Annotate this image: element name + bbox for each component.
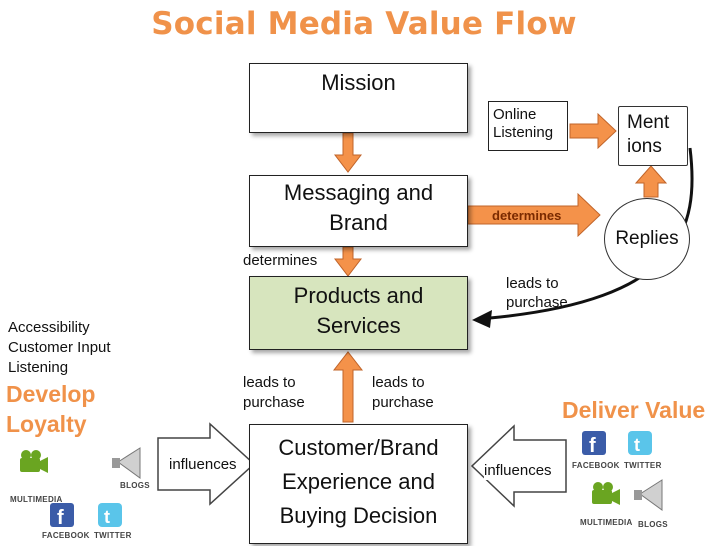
online-listening-box: Online Listening <box>488 101 568 151</box>
leads-to-mid-line1: leads to <box>372 374 425 391</box>
arrow-experience-to-products <box>332 351 364 423</box>
mission-label: Mission <box>321 70 396 95</box>
messaging-label-line1: Messaging and <box>283 180 434 205</box>
products-label-line2: Services <box>316 313 401 338</box>
facebook-icon-right: f <box>582 431 606 457</box>
replies-label: Replies <box>615 228 679 249</box>
arrow-determines <box>467 192 601 238</box>
svg-text:t: t <box>104 507 110 527</box>
online-listening-line2: Listening <box>493 124 554 141</box>
influences-right-label: influences <box>484 462 552 480</box>
leads-to-right-line2: purchase <box>506 294 568 311</box>
customer-input-label: Customer Input <box>8 339 111 356</box>
online-listening-line1: Online <box>493 106 537 123</box>
experience-label-line1: Customer/Brand <box>278 435 439 460</box>
leads-to-right-line1: leads to <box>506 275 559 292</box>
diagram-title: Social Media Value Flow <box>151 6 577 42</box>
facebook-label-left: FACEBOOK <box>42 531 90 540</box>
blogs-label-right: BLOGS <box>638 520 668 529</box>
loyalty-label: Loyalty <box>6 411 87 437</box>
messaging-box: Messaging and Brand <box>249 175 468 247</box>
svg-text:t: t <box>634 435 640 455</box>
facebook-label-right: FACEBOOK <box>572 461 620 470</box>
determines-left-label: determines <box>243 252 318 269</box>
curved-arrow-head <box>472 310 492 328</box>
listening-label: Listening <box>8 359 69 376</box>
twitter-icon-left: t <box>98 503 122 527</box>
deliver-value-label: Deliver Value <box>562 397 706 423</box>
influences-left-label: influences <box>169 456 237 474</box>
mentions-line1: Ment <box>627 112 670 133</box>
leads-to-left-line1: leads to <box>243 374 296 391</box>
mission-box: Mission <box>249 63 468 133</box>
experience-label-line3: Buying Decision <box>279 503 438 528</box>
multimedia-camera-icon-right <box>592 482 620 505</box>
svg-text:f: f <box>57 507 64 529</box>
mentions-line2: ions <box>627 136 662 157</box>
develop-label: Develop <box>6 381 96 407</box>
mentions-bubble: Ment ions <box>618 106 688 166</box>
blogs-label-left: BLOGS <box>120 481 150 490</box>
leads-to-mid-line2: purchase <box>372 394 434 411</box>
products-label-line1: Products and <box>293 283 424 308</box>
experience-box: Customer/Brand Experience and Buying Dec… <box>249 424 468 544</box>
facebook-icon-left: f <box>50 503 74 529</box>
svg-text:f: f <box>589 435 596 457</box>
megaphone-icon-right <box>634 479 663 511</box>
multimedia-label-right: MULTIMEDIA <box>580 518 633 527</box>
twitter-label-left: TWITTER <box>94 531 132 540</box>
accessibility-label: Accessibility <box>8 319 90 336</box>
arrow-mission-to-messaging <box>333 132 363 173</box>
replies-bubble: Replies <box>604 198 690 280</box>
multimedia-camera-icon-left <box>20 450 48 473</box>
twitter-label-right: TWITTER <box>624 461 662 470</box>
megaphone-icon-left <box>112 447 141 479</box>
leads-to-left-line2: purchase <box>243 394 305 411</box>
messaging-label-line2: Brand <box>329 210 388 235</box>
experience-label-line2: Experience and <box>282 469 435 494</box>
multimedia-label-left: MULTIMEDIA <box>10 495 63 504</box>
products-box: Products and Services <box>249 276 468 350</box>
determines-arrow-label: determines <box>492 208 562 223</box>
arrow-replies-to-mentions <box>634 165 668 198</box>
twitter-icon-right: t <box>628 431 652 455</box>
arrow-messaging-to-products <box>333 246 363 277</box>
arrow-online-to-mentions <box>569 112 617 150</box>
